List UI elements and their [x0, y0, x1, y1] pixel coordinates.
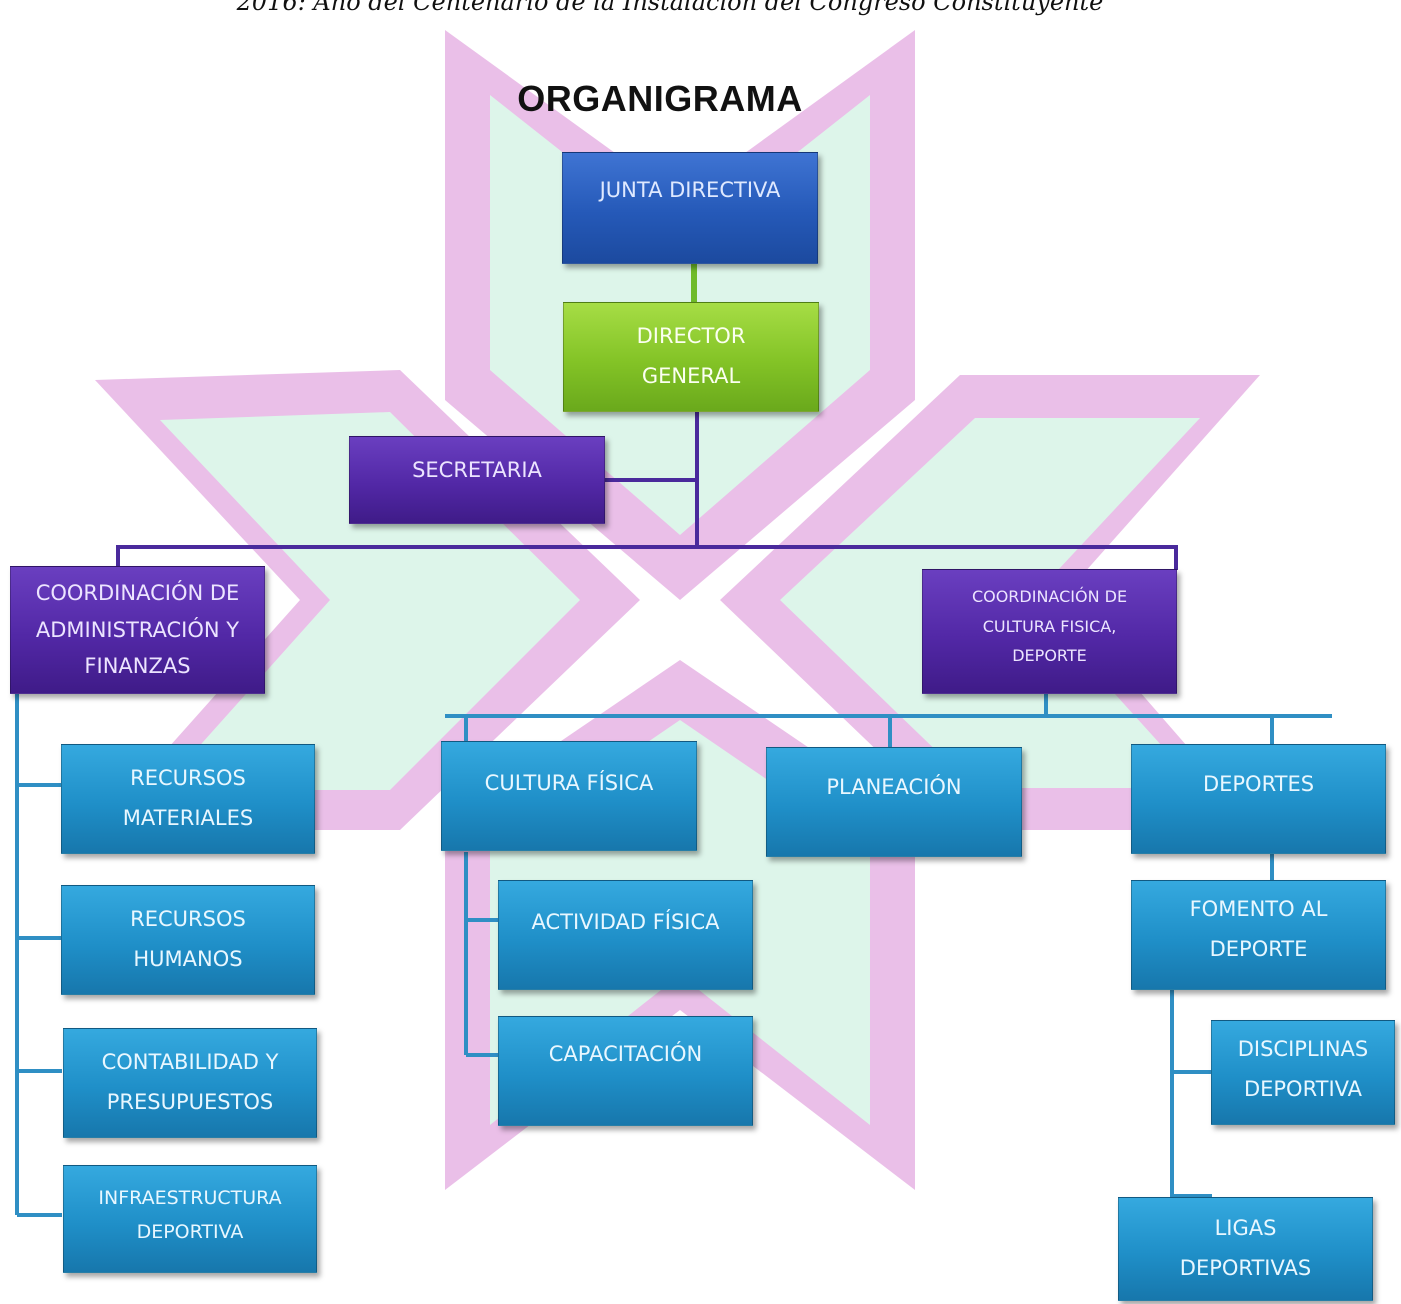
- node-deportes: DEPORTES: [1131, 744, 1386, 854]
- node-planeacion: PLANEACIÓN: [766, 747, 1022, 857]
- chart-title: ORGANIGRAMA: [517, 78, 803, 119]
- node-infraestructura-deportiva: INFRAESTRUCTURA DEPORTIVA: [63, 1165, 317, 1273]
- node-coord-cultura-line2: CULTURA FISICA,: [982, 616, 1117, 636]
- node-ligas-deportivas: LIGAS DEPORTIVAS: [1118, 1197, 1373, 1301]
- node-fom-line1: FOMENTO AL: [1189, 897, 1328, 922]
- node-fom-line2: DEPORTE: [1209, 937, 1308, 961]
- node-secretaria-label: SECRETARIA: [412, 458, 542, 482]
- node-junta-directiva: JUNTA DIRECTIVA: [562, 152, 818, 264]
- node-coord-cultura-line1: COORDINACIÓN DE: [971, 587, 1128, 607]
- node-coord-administracion: COORDINACIÓN DE ADMINISTRACIÓN Y FINANZA…: [10, 566, 265, 694]
- node-cp-line1: CONTABILIDAD Y: [101, 1050, 279, 1075]
- node-junta-label: JUNTA DIRECTIVA: [599, 178, 781, 202]
- node-capacitacion: CAPACITACIÓN: [498, 1016, 753, 1126]
- node-cultura-fisica: CULTURA FÍSICA: [441, 741, 697, 851]
- node-contabilidad-presupuestos: CONTABILIDAD Y PRESUPUESTOS: [63, 1028, 317, 1138]
- node-cp-line2: PRESUPUESTOS: [106, 1090, 274, 1114]
- node-rh-line2: HUMANOS: [133, 947, 243, 971]
- node-rm-line1: RECURSOS: [130, 766, 246, 791]
- header-motto: 2016: Año del Centenario de la Instalaci…: [236, 0, 1104, 16]
- node-director-general: DIRECTOR GENERAL: [563, 302, 819, 412]
- node-pl-label: PLANEACIÓN: [826, 775, 962, 799]
- node-director-line2: GENERAL: [641, 364, 741, 388]
- node-recursos-materiales: RECURSOS MATERIALES: [61, 744, 315, 854]
- node-coord-cultura-line3: DEPORTE: [1012, 646, 1087, 666]
- node-secretaria: SECRETARIA: [349, 436, 605, 524]
- node-director-line1: DIRECTOR: [636, 324, 746, 349]
- node-coord-admin-line1: COORDINACIÓN DE: [35, 580, 240, 605]
- node-cf-label: CULTURA FÍSICA: [484, 771, 654, 795]
- node-rh-line1: RECURSOS: [130, 907, 246, 932]
- node-recursos-humanos: RECURSOS HUMANOS: [61, 885, 315, 995]
- node-actividad-fisica: ACTIVIDAD FÍSICA: [498, 880, 753, 990]
- node-dp-label: DEPORTES: [1202, 772, 1315, 796]
- node-dis-line1: DISCIPLINAS: [1237, 1036, 1369, 1061]
- node-af-label: ACTIVIDAD FÍSICA: [531, 910, 720, 934]
- node-coord-admin-line2: ADMINISTRACIÓN Y: [35, 617, 240, 642]
- node-dis-line2: DEPORTIVA: [1243, 1076, 1363, 1101]
- node-coord-cultura: COORDINACIÓN DE CULTURA FISICA, DEPORTE: [922, 569, 1177, 694]
- node-ligas-line2: DEPORTIVAS: [1179, 1256, 1312, 1280]
- node-rm-line2: MATERIALES: [122, 806, 254, 830]
- connector-coordinations: [116, 545, 1178, 570]
- node-ligas-line1: LIGAS: [1214, 1216, 1277, 1241]
- node-id-line2: DEPORTIVA: [136, 1221, 244, 1243]
- node-cap-label: CAPACITACIÓN: [548, 1042, 703, 1066]
- node-fomento-deporte: FOMENTO AL DEPORTE: [1131, 880, 1386, 990]
- node-disciplinas-deportiva: DISCIPLINAS DEPORTIVA: [1211, 1020, 1395, 1125]
- node-coord-admin-line3: FINANZAS: [84, 654, 191, 679]
- node-id-line1: INFRAESTRUCTURA: [98, 1186, 282, 1209]
